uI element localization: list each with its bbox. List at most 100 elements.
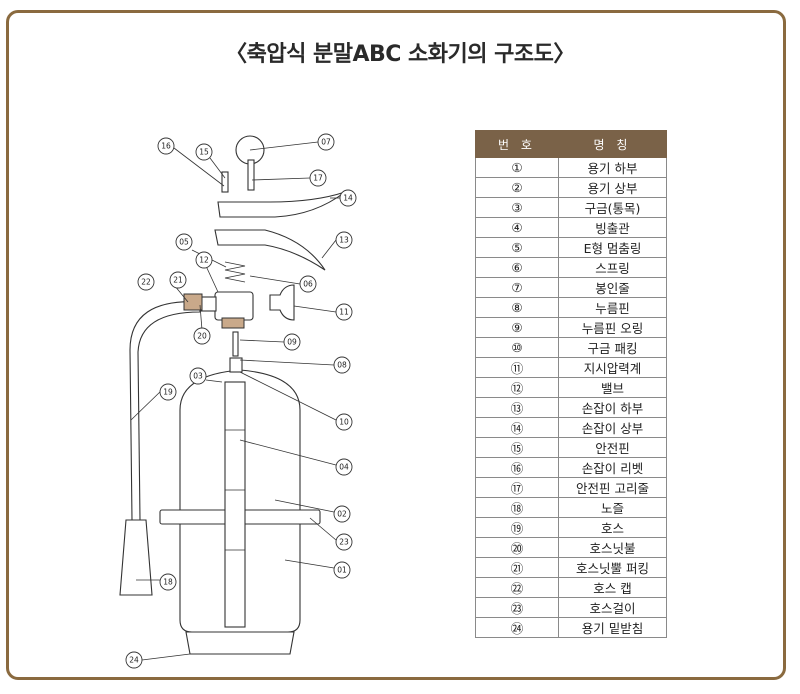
part-name: 봉인줄 (558, 277, 667, 298)
rivet (221, 171, 229, 193)
svg-text:22: 22 (141, 278, 151, 287)
callout-07: 07 (317, 133, 335, 151)
callout-12: 12 (195, 251, 213, 269)
svg-text:07: 07 (321, 138, 331, 147)
svg-text:05: 05 (179, 238, 189, 247)
part-name: 호스 캡 (558, 577, 667, 598)
callout-06: 06 (299, 275, 317, 293)
part-name: 호스 (558, 517, 667, 538)
extinguisher-drawing: 07 17 14 13 06 05 11 09 08 10 04 02 23 0… (119, 133, 357, 669)
callout-11: 11 (335, 303, 353, 321)
part-number: ㉓ (475, 597, 559, 618)
callout-14: 14 (339, 189, 357, 207)
callout-02: 02 (333, 505, 351, 523)
part-number: ① (475, 157, 559, 178)
callout-01: 01 (333, 561, 351, 579)
callout-16: 16 (157, 137, 175, 155)
part-number: ④ (475, 217, 559, 238)
part-name: 지시압력계 (558, 357, 667, 378)
valve-body (214, 291, 254, 321)
part-name: 구금(통목) (558, 197, 667, 218)
part-name: 구금 패킹 (558, 337, 667, 358)
svg-text:06: 06 (303, 280, 313, 289)
part-name: 호스걸이 (558, 597, 667, 618)
part-name: E형 멈춤링 (558, 237, 667, 258)
part-number: ⑱ (475, 497, 559, 518)
part-number: ㉒ (475, 577, 559, 598)
part-number: ⑲ (475, 517, 559, 538)
svg-text:11: 11 (339, 308, 349, 317)
svg-text:09: 09 (287, 338, 297, 347)
part-name: 용기 하부 (558, 157, 667, 178)
part-name: 손잡이 하부 (558, 397, 667, 418)
part-name: 안전핀 고리줄 (558, 477, 667, 498)
spring-shape (224, 261, 246, 283)
part-name: 안전핀 (558, 437, 667, 458)
part-number: ⑳ (475, 537, 559, 558)
part-number: ⑦ (475, 277, 559, 298)
callout-09: 09 (283, 333, 301, 351)
part-number: ⑯ (475, 457, 559, 478)
part-name: 스프링 (558, 257, 667, 278)
svg-text:17: 17 (313, 174, 323, 183)
part-number: ⑥ (475, 257, 559, 278)
page-title: 〈축압식 분말ABC 소화기의 구조도〉 (225, 42, 575, 67)
siphon-tube (224, 381, 246, 628)
cylinder-base (185, 631, 295, 655)
svg-text:08: 08 (337, 361, 347, 370)
valve-bottom (221, 317, 245, 329)
part-name: 밸브 (558, 377, 667, 398)
callout-08: 08 (333, 356, 351, 374)
table-header-row: 번 호 명 칭 (475, 130, 667, 158)
part-name: 빙출관 (558, 217, 667, 238)
gauge (269, 284, 295, 321)
svg-text:15: 15 (199, 148, 209, 157)
svg-text:04: 04 (339, 463, 349, 472)
nozzle (119, 519, 153, 596)
part-number: ⑬ (475, 397, 559, 418)
part-number: ⑮ (475, 437, 559, 458)
part-number: ⑩ (475, 337, 559, 358)
callout-03: 03 (189, 367, 207, 385)
svg-text:12: 12 (199, 256, 209, 265)
part-number: ㉔ (475, 617, 559, 638)
svg-text:16: 16 (161, 142, 171, 151)
svg-text:02: 02 (337, 510, 347, 519)
callout-20: 20 (193, 327, 211, 345)
part-name: 손잡이 상부 (558, 417, 667, 438)
callout-19: 19 (159, 383, 177, 401)
callout-24: 24 (125, 651, 143, 669)
callout-15: 15 (195, 143, 213, 161)
part-number: ⑤ (475, 237, 559, 258)
svg-text:03: 03 (193, 372, 203, 381)
part-number: ⑭ (475, 417, 559, 438)
hose-fitting (183, 293, 203, 311)
part-name: 누름핀 오링 (558, 317, 667, 338)
lower-handle (214, 229, 326, 271)
part-name: 호스닛불 (558, 537, 667, 558)
part-name: 용기 밑받침 (558, 617, 667, 638)
part-number: ⑨ (475, 317, 559, 338)
svg-text:23: 23 (339, 538, 349, 547)
part-name: 용기 상부 (558, 177, 667, 198)
callout-13: 13 (335, 231, 353, 249)
safety-pin (247, 159, 255, 191)
